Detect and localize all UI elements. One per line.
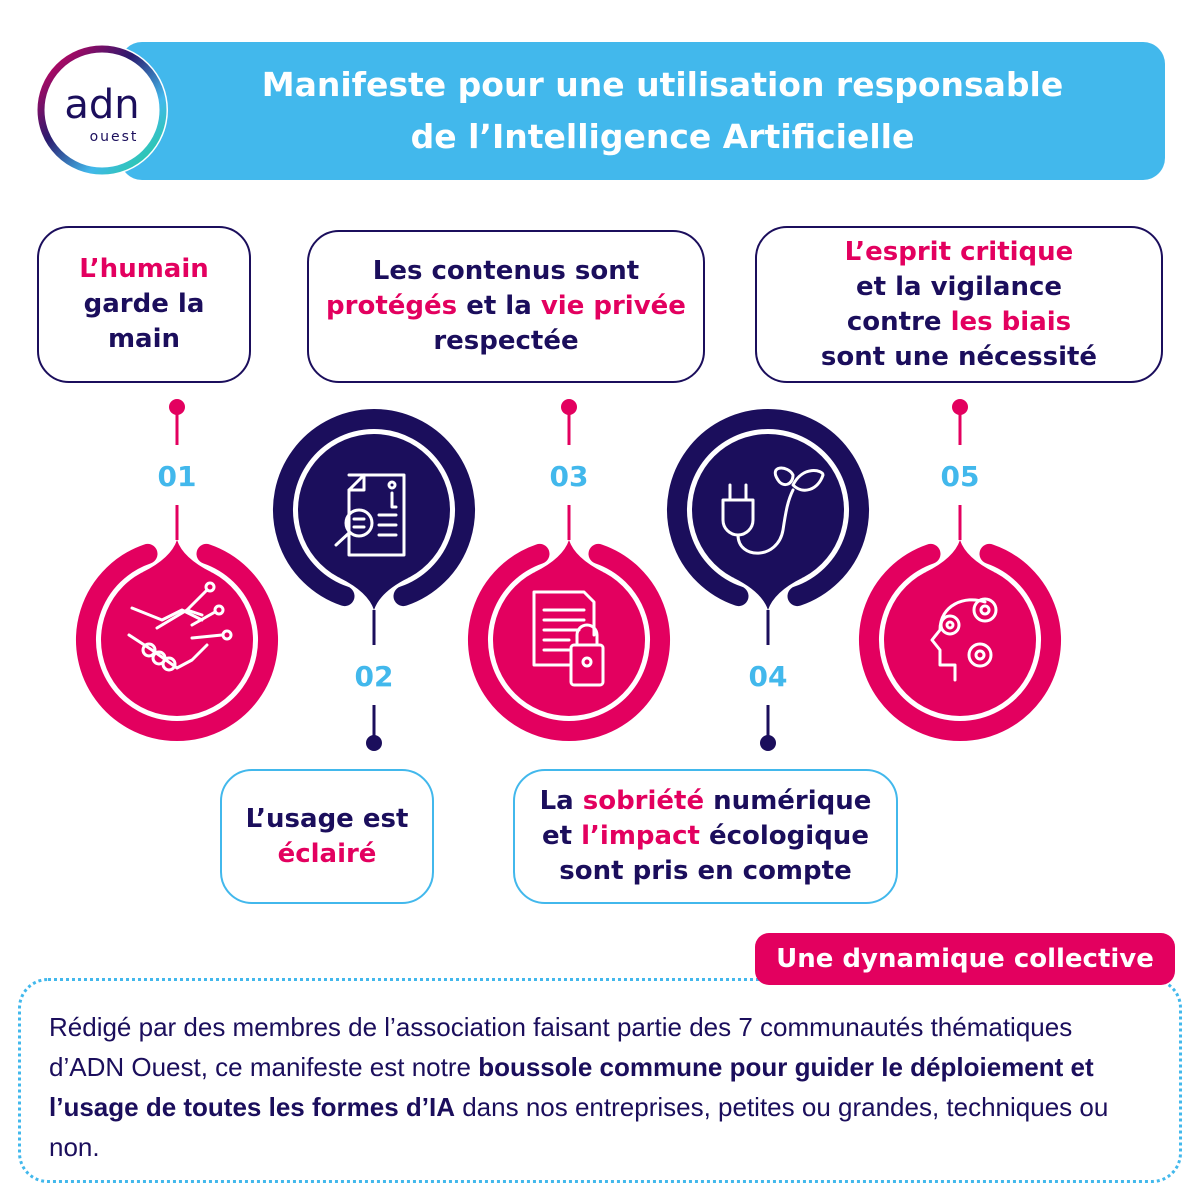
- step-03-number: 03: [549, 460, 589, 493]
- step-04-highlight: sobriété: [582, 786, 705, 816]
- outer-ring: [859, 543, 1061, 741]
- step-04-number: 04: [748, 660, 788, 693]
- title-line-1: Manifeste pour une utilisation responsab…: [261, 65, 1064, 104]
- step-03-text: et la: [457, 291, 541, 321]
- connector-dot: [366, 735, 382, 751]
- connector-dot: [561, 399, 577, 415]
- step-01-line: main: [107, 324, 181, 354]
- connector-dot: [169, 399, 185, 415]
- document-search-info-icon: [334, 473, 406, 557]
- connector-dot: [952, 399, 968, 415]
- step-03-highlight: protégés: [326, 291, 458, 321]
- step-04-text: numérique: [704, 786, 872, 816]
- step-01-line: garde la: [83, 289, 205, 319]
- step-05-number: 05: [940, 460, 980, 493]
- step-03-line: Les contenus sont: [372, 256, 640, 286]
- step-04-text: La: [539, 786, 583, 816]
- outer-ring: [468, 543, 670, 741]
- title-line-2: de l’Intelligence Artificielle: [410, 117, 915, 156]
- step-01-highlight: L’humain: [79, 254, 209, 284]
- step-02-highlight: éclairé: [277, 838, 377, 869]
- step-05-box: L’esprit critique et la vigilance contre…: [755, 226, 1163, 383]
- step-01-number: 01: [157, 460, 197, 493]
- pointer-tip: [926, 540, 994, 572]
- header-banner: Manifeste pour une utilisation responsab…: [120, 42, 1165, 180]
- step-04-highlight: l’impact: [581, 821, 700, 851]
- description-text: dans nos entreprises, petites ou grandes…: [49, 1092, 1109, 1162]
- connector-dot: [760, 735, 776, 751]
- step-02-number: 02: [354, 660, 394, 693]
- pointer-tip: [143, 540, 211, 572]
- inner-disc: [298, 434, 450, 586]
- step-04-line: sont pris en compte: [559, 856, 852, 886]
- step-04-text: écologique: [699, 821, 869, 851]
- step-03-line: respectée: [433, 326, 579, 356]
- document-lock-icon: [532, 590, 605, 687]
- pointer-tip: [535, 540, 603, 572]
- step-02-box: L’usage est éclairé: [220, 769, 434, 904]
- description-bold: boussole commune pour guider le déploiem…: [49, 1052, 1094, 1122]
- outer-ring: [76, 543, 278, 741]
- step-01-box: L’humain garde la main: [37, 226, 251, 383]
- step-05-highlight: les biais: [950, 306, 1072, 337]
- logo-sub: ouest: [90, 129, 139, 145]
- inner-disc: [692, 434, 844, 586]
- description-box: Rédigé par des membres de l’association …: [18, 978, 1182, 1183]
- step-02-line: L’usage est: [245, 803, 409, 834]
- handshake-circuit-icon: [127, 581, 233, 672]
- step-05-line: et la vigilance: [855, 271, 1063, 302]
- step-03-highlight: vie privée: [540, 291, 686, 321]
- step-05-line: sont une nécessité: [820, 341, 1098, 372]
- collective-badge: Une dynamique collective: [755, 933, 1175, 985]
- description-text: Rédigé par des membres de l’association …: [49, 1012, 1073, 1082]
- head-gears-icon: [930, 597, 998, 682]
- step-05-text: contre: [846, 306, 951, 337]
- inner-disc: [101, 564, 253, 716]
- outer-ring: [273, 409, 475, 607]
- step-04-box: La sobriété numérique et l’impact écolog…: [513, 769, 898, 904]
- step-05-highlight: L’esprit critique: [844, 236, 1074, 267]
- inner-disc: [884, 564, 1036, 716]
- outer-ring: [667, 409, 869, 607]
- adn-ouest-logo: adn ouest: [36, 44, 168, 176]
- pointer-tip: [734, 578, 802, 610]
- pointer-tip: [340, 578, 408, 610]
- step-03-box: Les contenus sont protégés et la vie pri…: [307, 230, 705, 383]
- plug-leaf-icon: [721, 466, 825, 555]
- logo-brand: adn: [64, 82, 139, 128]
- step-04-text: et: [542, 821, 582, 851]
